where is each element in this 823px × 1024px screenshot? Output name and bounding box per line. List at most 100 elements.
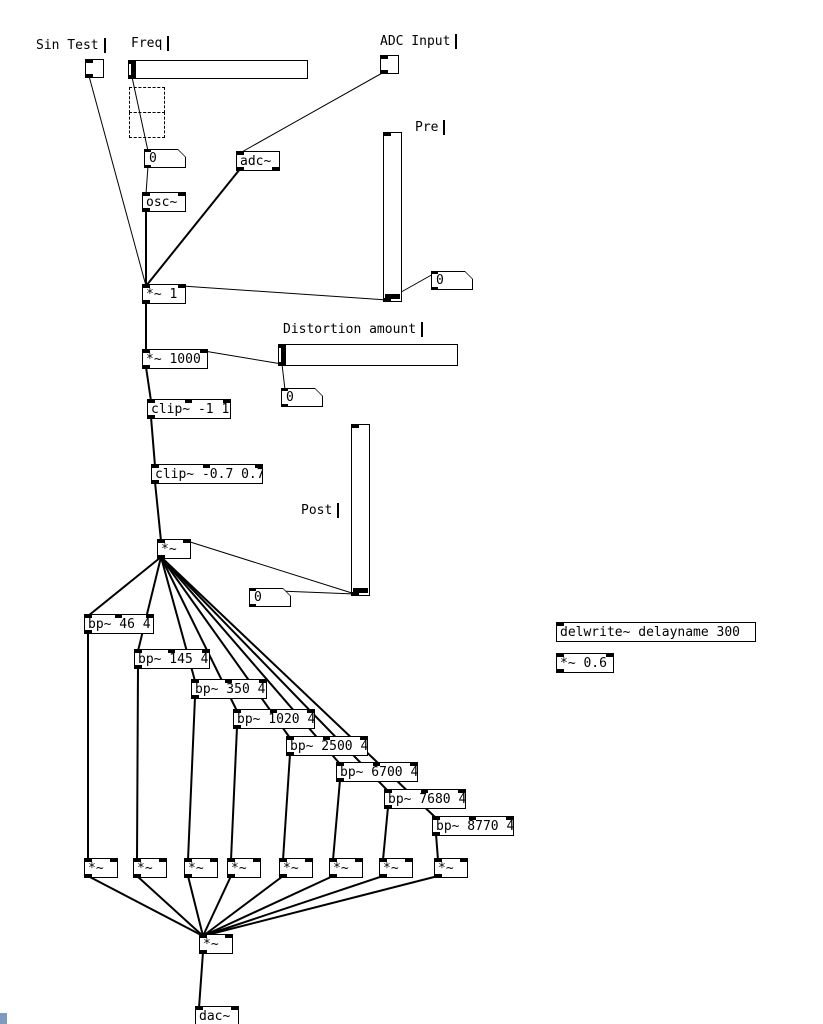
control-cord[interactable] — [181, 285, 388, 301]
inlet-nub[interactable] — [458, 790, 465, 793]
inlet-nub[interactable] — [506, 817, 513, 820]
inlet-nub[interactable] — [433, 817, 440, 820]
object-delwrite[interactable]: delwrite~ delayname 300 — [556, 622, 756, 642]
slider-handle[interactable] — [281, 346, 286, 364]
inlet-nub[interactable] — [228, 859, 235, 862]
signal-cord[interactable] — [435, 833, 439, 861]
control-cord[interactable] — [186, 540, 356, 595]
object-mul-band-1[interactable]: *~ — [84, 858, 118, 878]
object-bp-350[interactable]: bp~ 350 4 — [191, 679, 267, 699]
inlet-nub[interactable] — [168, 650, 175, 653]
object-mul-band-4[interactable]: *~ — [227, 858, 261, 878]
inlet-nub[interactable] — [352, 425, 359, 428]
inlet-nub[interactable] — [360, 737, 367, 740]
inlet-nub[interactable] — [287, 737, 294, 740]
inlet-nub[interactable] — [307, 710, 314, 713]
object-clip-1-1[interactable]: clip~ -1 1 — [147, 399, 231, 419]
inlet-nub[interactable] — [323, 737, 330, 740]
signal-cord[interactable] — [154, 481, 162, 542]
inlet-nub[interactable] — [115, 615, 122, 618]
inlet-nub[interactable] — [337, 763, 344, 766]
inlet-nub[interactable] — [200, 935, 207, 938]
inlet-nub[interactable] — [178, 193, 185, 196]
object-mul-band-6[interactable]: *~ — [329, 858, 363, 878]
outlet-nub[interactable] — [135, 665, 142, 668]
object-mul-1000[interactable]: *~ 1000 — [142, 349, 208, 369]
inlet-nub[interactable] — [405, 859, 412, 862]
object-osc[interactable]: osc~ — [142, 192, 186, 212]
outlet-nub[interactable] — [330, 874, 337, 877]
inlet-nub[interactable] — [381, 56, 388, 59]
object-mul-sum[interactable]: *~ — [199, 934, 233, 954]
inlet-nub[interactable] — [185, 859, 192, 862]
object-mul-band-2[interactable]: *~ — [133, 858, 167, 878]
outlet-nub[interactable] — [85, 874, 92, 877]
object-bp-1020[interactable]: bp~ 1020 4 — [233, 709, 315, 729]
outlet-nub[interactable] — [337, 778, 344, 781]
control-cord[interactable] — [239, 71, 385, 154]
signal-cord[interactable] — [202, 875, 232, 937]
signal-cord[interactable] — [332, 779, 341, 861]
inlet-nub[interactable] — [143, 350, 150, 353]
comment-post[interactable]: Post — [301, 501, 349, 519]
outlet-nub[interactable] — [158, 555, 165, 558]
outlet-nub[interactable] — [352, 592, 359, 595]
inlet-nub[interactable] — [85, 615, 92, 618]
signal-cord[interactable] — [282, 753, 291, 861]
outlet-nub[interactable] — [200, 950, 207, 953]
object-mul-band-3[interactable]: *~ — [184, 858, 218, 878]
control-cord[interactable] — [281, 363, 286, 391]
object-adc[interactable]: adc~ — [236, 151, 280, 171]
signal-cord[interactable] — [150, 416, 156, 467]
outlet-nub[interactable] — [281, 404, 288, 407]
inlet-nub[interactable] — [231, 1007, 238, 1010]
outlet-nub[interactable] — [431, 287, 438, 290]
inlet-nub[interactable] — [203, 465, 210, 468]
inlet-nub[interactable] — [606, 654, 613, 657]
inlet-nub[interactable] — [143, 193, 150, 196]
inlet-nub[interactable] — [237, 152, 244, 155]
signal-cord[interactable] — [187, 696, 196, 861]
outlet-nub[interactable] — [234, 725, 241, 728]
control-cord[interactable] — [145, 165, 149, 195]
signal-cord[interactable] — [202, 875, 384, 937]
signal-cord[interactable] — [382, 806, 389, 861]
outlet-nub[interactable] — [385, 805, 392, 808]
inlet-nub[interactable] — [146, 615, 153, 618]
outlet-nub[interactable] — [86, 74, 93, 77]
inlet-nub[interactable] — [469, 817, 476, 820]
signal-cord[interactable] — [202, 875, 439, 937]
inlet-nub[interactable] — [159, 859, 166, 862]
toggle-sin-test[interactable] — [85, 59, 104, 78]
object-bp-7680[interactable]: bp~ 7680 4 — [384, 789, 466, 809]
object-clip-07-07[interactable]: clip~ -0.7 0.7 — [151, 464, 263, 484]
slider-handle[interactable] — [353, 588, 368, 593]
signal-cord[interactable] — [202, 875, 334, 937]
inlet-nub[interactable] — [435, 859, 442, 862]
inlet-nub[interactable] — [259, 680, 266, 683]
inlet-nub[interactable] — [410, 763, 417, 766]
comment-pre[interactable]: Pre — [415, 118, 457, 136]
outlet-nub[interactable] — [272, 167, 279, 170]
inlet-nub[interactable] — [305, 859, 312, 862]
object-mul-1[interactable]: *~ 1 — [142, 284, 186, 304]
inlet-nub[interactable] — [196, 1007, 203, 1010]
toggle-adc-input[interactable] — [380, 55, 399, 74]
inlet-nub[interactable] — [152, 465, 159, 468]
inlet-nub[interactable] — [135, 650, 142, 653]
object-bp-8770[interactable]: bp~ 8770 4 — [432, 816, 514, 836]
number-distortion[interactable]: 0 — [281, 388, 323, 407]
object-mul-main[interactable]: *~ — [157, 539, 191, 559]
signal-cord[interactable] — [160, 556, 291, 739]
inlet-nub[interactable] — [158, 540, 165, 543]
inlet-nub[interactable] — [185, 400, 192, 403]
inlet-nub[interactable] — [86, 60, 93, 63]
inlet-nub[interactable] — [225, 680, 232, 683]
comment-adc-input[interactable]: ADC Input — [380, 32, 470, 50]
slider-handle[interactable] — [131, 62, 136, 77]
inlet-nub[interactable] — [255, 465, 262, 468]
inlet-nub[interactable] — [129, 61, 136, 64]
object-bp-46[interactable]: bp~ 46 4 — [84, 614, 154, 634]
inlet-nub[interactable] — [330, 859, 337, 862]
slider-handle[interactable] — [385, 294, 400, 299]
